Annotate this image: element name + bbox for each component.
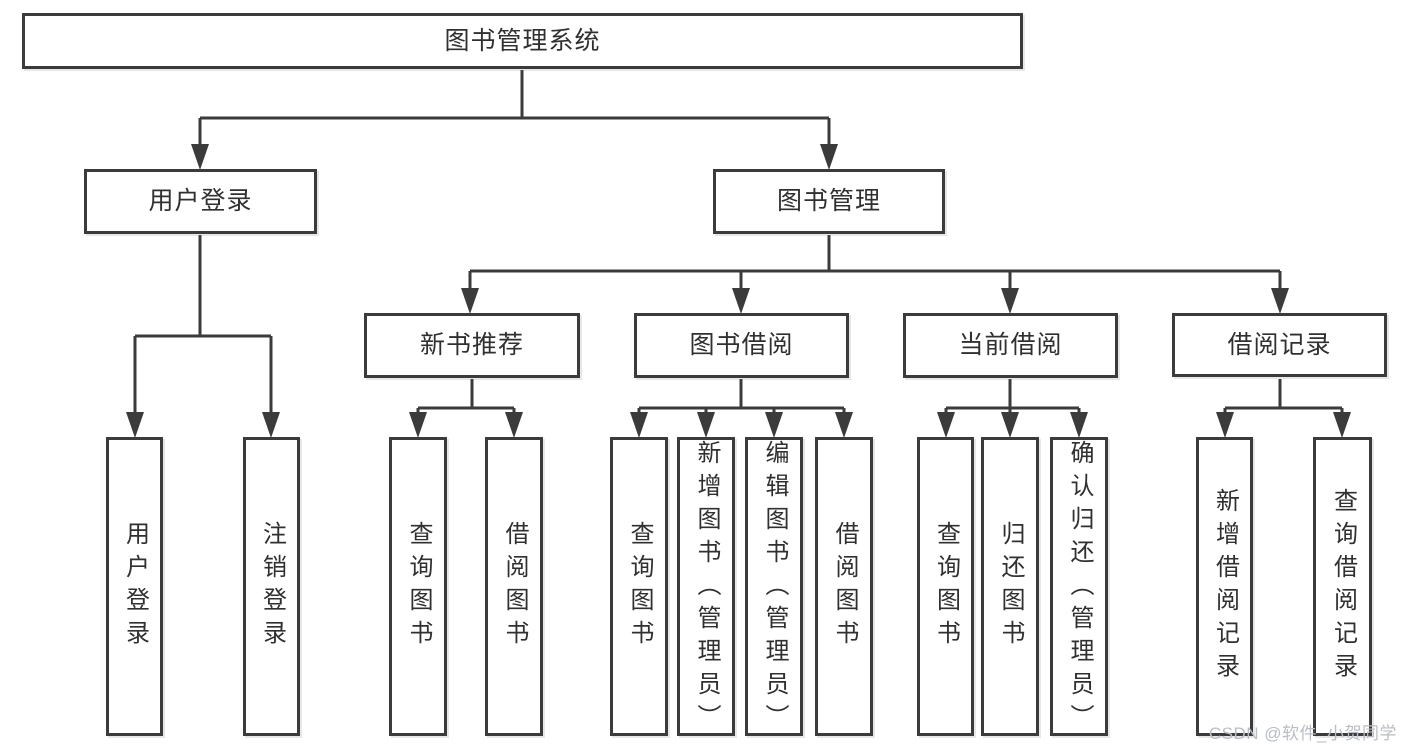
leaf-return-books: 归还图书 (981, 437, 1039, 736)
node-book-borrow: 图书借阅 (634, 313, 849, 378)
branch-root-lines (198, 70, 831, 146)
branch-book-borrow (630, 379, 853, 438)
arrowhead (126, 412, 144, 438)
watermark: CSDN @软件_小贺同学 (1208, 724, 1397, 743)
arrowhead (697, 412, 715, 438)
branch-root (191, 70, 838, 170)
branch-borrow-records (1216, 379, 1351, 438)
arrowhead (409, 412, 427, 438)
leaf-query-books-recommend: 查询图书 (389, 437, 447, 736)
arrowhead (1216, 412, 1234, 438)
arrowhead (765, 412, 783, 438)
branch-current-borrow (937, 379, 1088, 438)
arrowhead (1001, 288, 1019, 314)
arrowhead (732, 288, 750, 314)
leaf-query-borrow-record: 查询借阅记录 (1313, 437, 1372, 736)
branch-book-mgmt (461, 235, 1289, 314)
branch-new-book-recommend-lines (416, 379, 516, 414)
node-book-management: 图书管理 (713, 169, 945, 234)
leaf-query-books-current: 查询图书 (917, 437, 974, 736)
branch-user-login-lines (133, 235, 273, 414)
node-root-system: 图书管理系统 (22, 13, 1023, 69)
branch-current-borrow-lines (944, 379, 1081, 414)
node-current-borrow: 当前借阅 (903, 313, 1118, 378)
arrowhead (505, 412, 523, 438)
leaf-edit-books-admin: 编辑图书（管理员） (745, 437, 803, 737)
node-user-login: 用户登录 (84, 169, 317, 234)
leaf-add-borrow-record: 新增借阅记录 (1196, 437, 1253, 736)
leaf-borrow-books: 借阅图书 (815, 437, 873, 736)
arrowhead (835, 412, 853, 438)
leaf-query-books-borrow: 查询图书 (610, 437, 668, 736)
arrowhead (1271, 288, 1289, 314)
leaf-user-login: 用户登录 (106, 437, 163, 736)
leaf-borrow-books-recommend: 借阅图书 (485, 437, 543, 736)
branch-book-mgmt-lines (468, 235, 1282, 290)
arrowhead (1333, 412, 1351, 438)
branch-borrow-records-lines (1223, 379, 1344, 414)
arrowhead (262, 412, 280, 438)
leaf-add-books-admin: 新增图书（管理员） (677, 437, 735, 737)
arrowhead (191, 144, 209, 170)
branch-user-login (126, 235, 280, 438)
arrowhead (937, 412, 955, 438)
node-borrow-records: 借阅记录 (1172, 313, 1387, 377)
leaf-logout-login: 注销登录 (243, 437, 300, 736)
arrowhead (1070, 412, 1088, 438)
arrowhead (820, 144, 838, 170)
branch-book-borrow-lines (637, 379, 846, 414)
arrowhead (630, 412, 648, 438)
node-new-book-recommend: 新书推荐 (364, 313, 580, 378)
leaf-confirm-return-admin: 确认归还（管理员） (1050, 437, 1108, 737)
arrowhead (461, 288, 479, 314)
arrowhead (1001, 412, 1019, 438)
branch-new-book-recommend (409, 379, 523, 438)
